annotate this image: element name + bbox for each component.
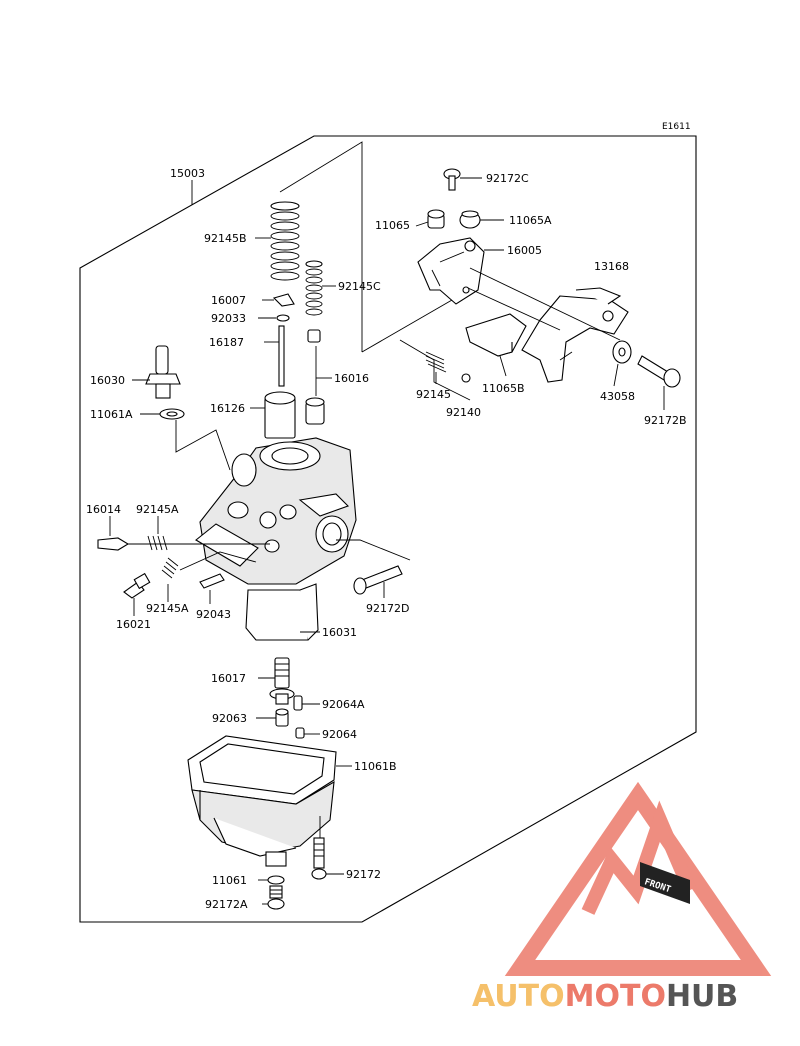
needle-jet-16017 [269,657,295,705]
bracket-16005 [417,237,485,305]
part-label-16126: 16126 [210,402,245,415]
throttle-valve-16126 [264,391,296,439]
part-label-11065b: 11065B [482,382,525,395]
jet-92064 [295,727,305,739]
spring-92145c [305,260,323,316]
part-label-16187: 16187 [209,336,244,349]
watermark-text: AUTOMOTOHUB [472,979,738,1014]
part-label-92145b: 92145B [204,232,247,245]
part-label-92172c: 92172C [486,172,529,185]
float-bowl [191,780,335,867]
part-label-11065a: 11065A [509,214,552,227]
part-label-92172a: 92172A [205,898,248,911]
part-label-16030: 16030 [90,374,125,387]
spring-92145a-upper [147,535,168,551]
diagram-code: E1611 [662,122,691,132]
lever-13168 [521,287,629,383]
needle-16187 [278,325,285,387]
part-label-92140: 92140 [446,406,481,419]
pin-92043 [199,573,225,589]
part-label-16017: 16017 [211,672,246,685]
part-label-16021: 16021 [116,618,151,631]
sub-boundary-link [361,299,453,353]
sub-boundary-lower [399,339,471,401]
screw-axis-d [336,539,411,561]
part-label-92064a: 92064A [322,698,365,711]
float-bowl-block-16031 [245,583,319,641]
part-label-92145c: 92145C [338,280,381,293]
spring-92145 [425,351,447,373]
idle-screw-16021 [123,572,151,599]
ball-92140 [461,373,471,383]
part-label-92063: 92063 [212,712,247,725]
part-label-16016: 16016 [334,372,369,385]
part-label-92172d: 92172D [366,602,409,615]
sub-boundary-left [279,141,363,352]
cap-11065 [427,209,445,229]
part-label-92033: 92033 [211,312,246,325]
part-label-16014: 16014 [86,503,121,516]
screw-92172b [637,355,681,388]
shaft-axis-lower [467,287,561,331]
spring-92145a-lower [161,557,179,579]
part-label-11061b: 11061B [354,760,397,773]
slider-11065b [465,313,527,357]
part-label-16031: 16031 [322,626,357,639]
choke-axis [175,420,231,471]
assembly-label: 15003 [170,167,205,180]
idle-axis [179,551,257,571]
part-label-11065: 11065 [375,219,410,232]
screw-92172d [353,565,403,595]
part-label-11061a: 11061A [90,408,133,421]
part-label-92172: 92172 [346,868,381,881]
cap-11065a [459,210,481,229]
part-label-11061: 11061 [212,874,247,887]
part-label-43058: 43058 [600,390,635,403]
assembly-frame [79,135,697,923]
gasket-11061b [187,735,337,805]
part-label-92145a: 92145A [136,503,179,516]
clip-16007 [272,293,295,307]
shaft-axis [469,267,621,341]
part-label-13168: 13168 [594,260,629,273]
ring-92033 [276,314,290,322]
part-label-92145: 92145 [416,388,451,401]
collar-16016 [305,329,325,425]
pilot-screw-16014 [97,537,130,551]
part-label-16007: 16007 [211,294,246,307]
part-label-16005: 16005 [507,244,542,257]
part-label-92172b: 92172B [644,414,687,427]
spring-92145b [270,201,300,281]
watermark-logo [504,781,772,976]
screw-92172 [311,837,327,880]
holder-92063 [275,708,289,727]
part-label-92064: 92064 [322,728,357,741]
screw-92172c [443,168,461,191]
part-label-92043: 92043 [196,608,231,621]
washer-11061 [267,875,285,885]
choke-fitting-16030 [145,345,181,399]
part-label-92145a: 92145A [146,602,189,615]
drain-bolt-92172a [267,885,285,910]
carburetor-body [195,437,357,585]
jet-92064a [293,695,303,711]
